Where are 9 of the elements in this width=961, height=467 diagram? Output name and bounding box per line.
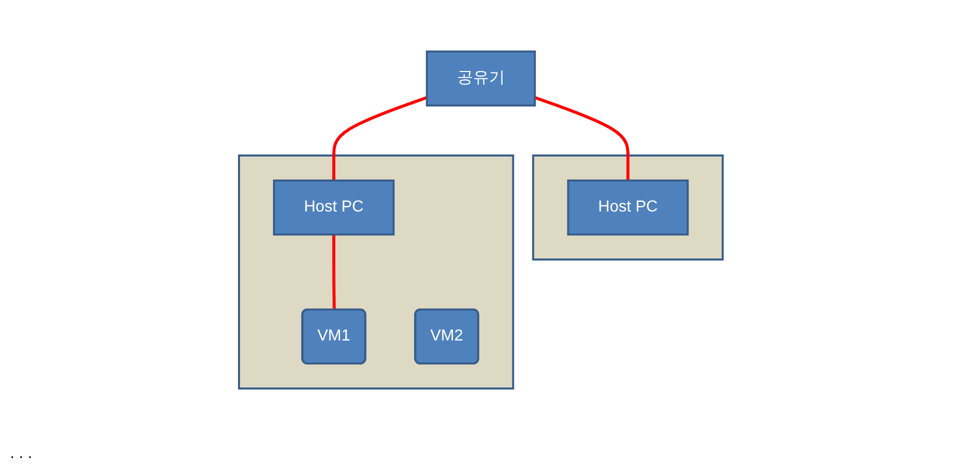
node-box: Host PC: [566, 180, 688, 236]
cluster: [532, 154, 724, 260]
cluster: [238, 154, 514, 390]
connector: [332, 96, 427, 180]
connector: [534, 96, 630, 180]
connector: [332, 234, 336, 310]
node-box: 공유기: [426, 50, 536, 106]
ellipsis-text: . . .: [10, 445, 32, 462]
node-box: Host PC: [272, 180, 394, 236]
